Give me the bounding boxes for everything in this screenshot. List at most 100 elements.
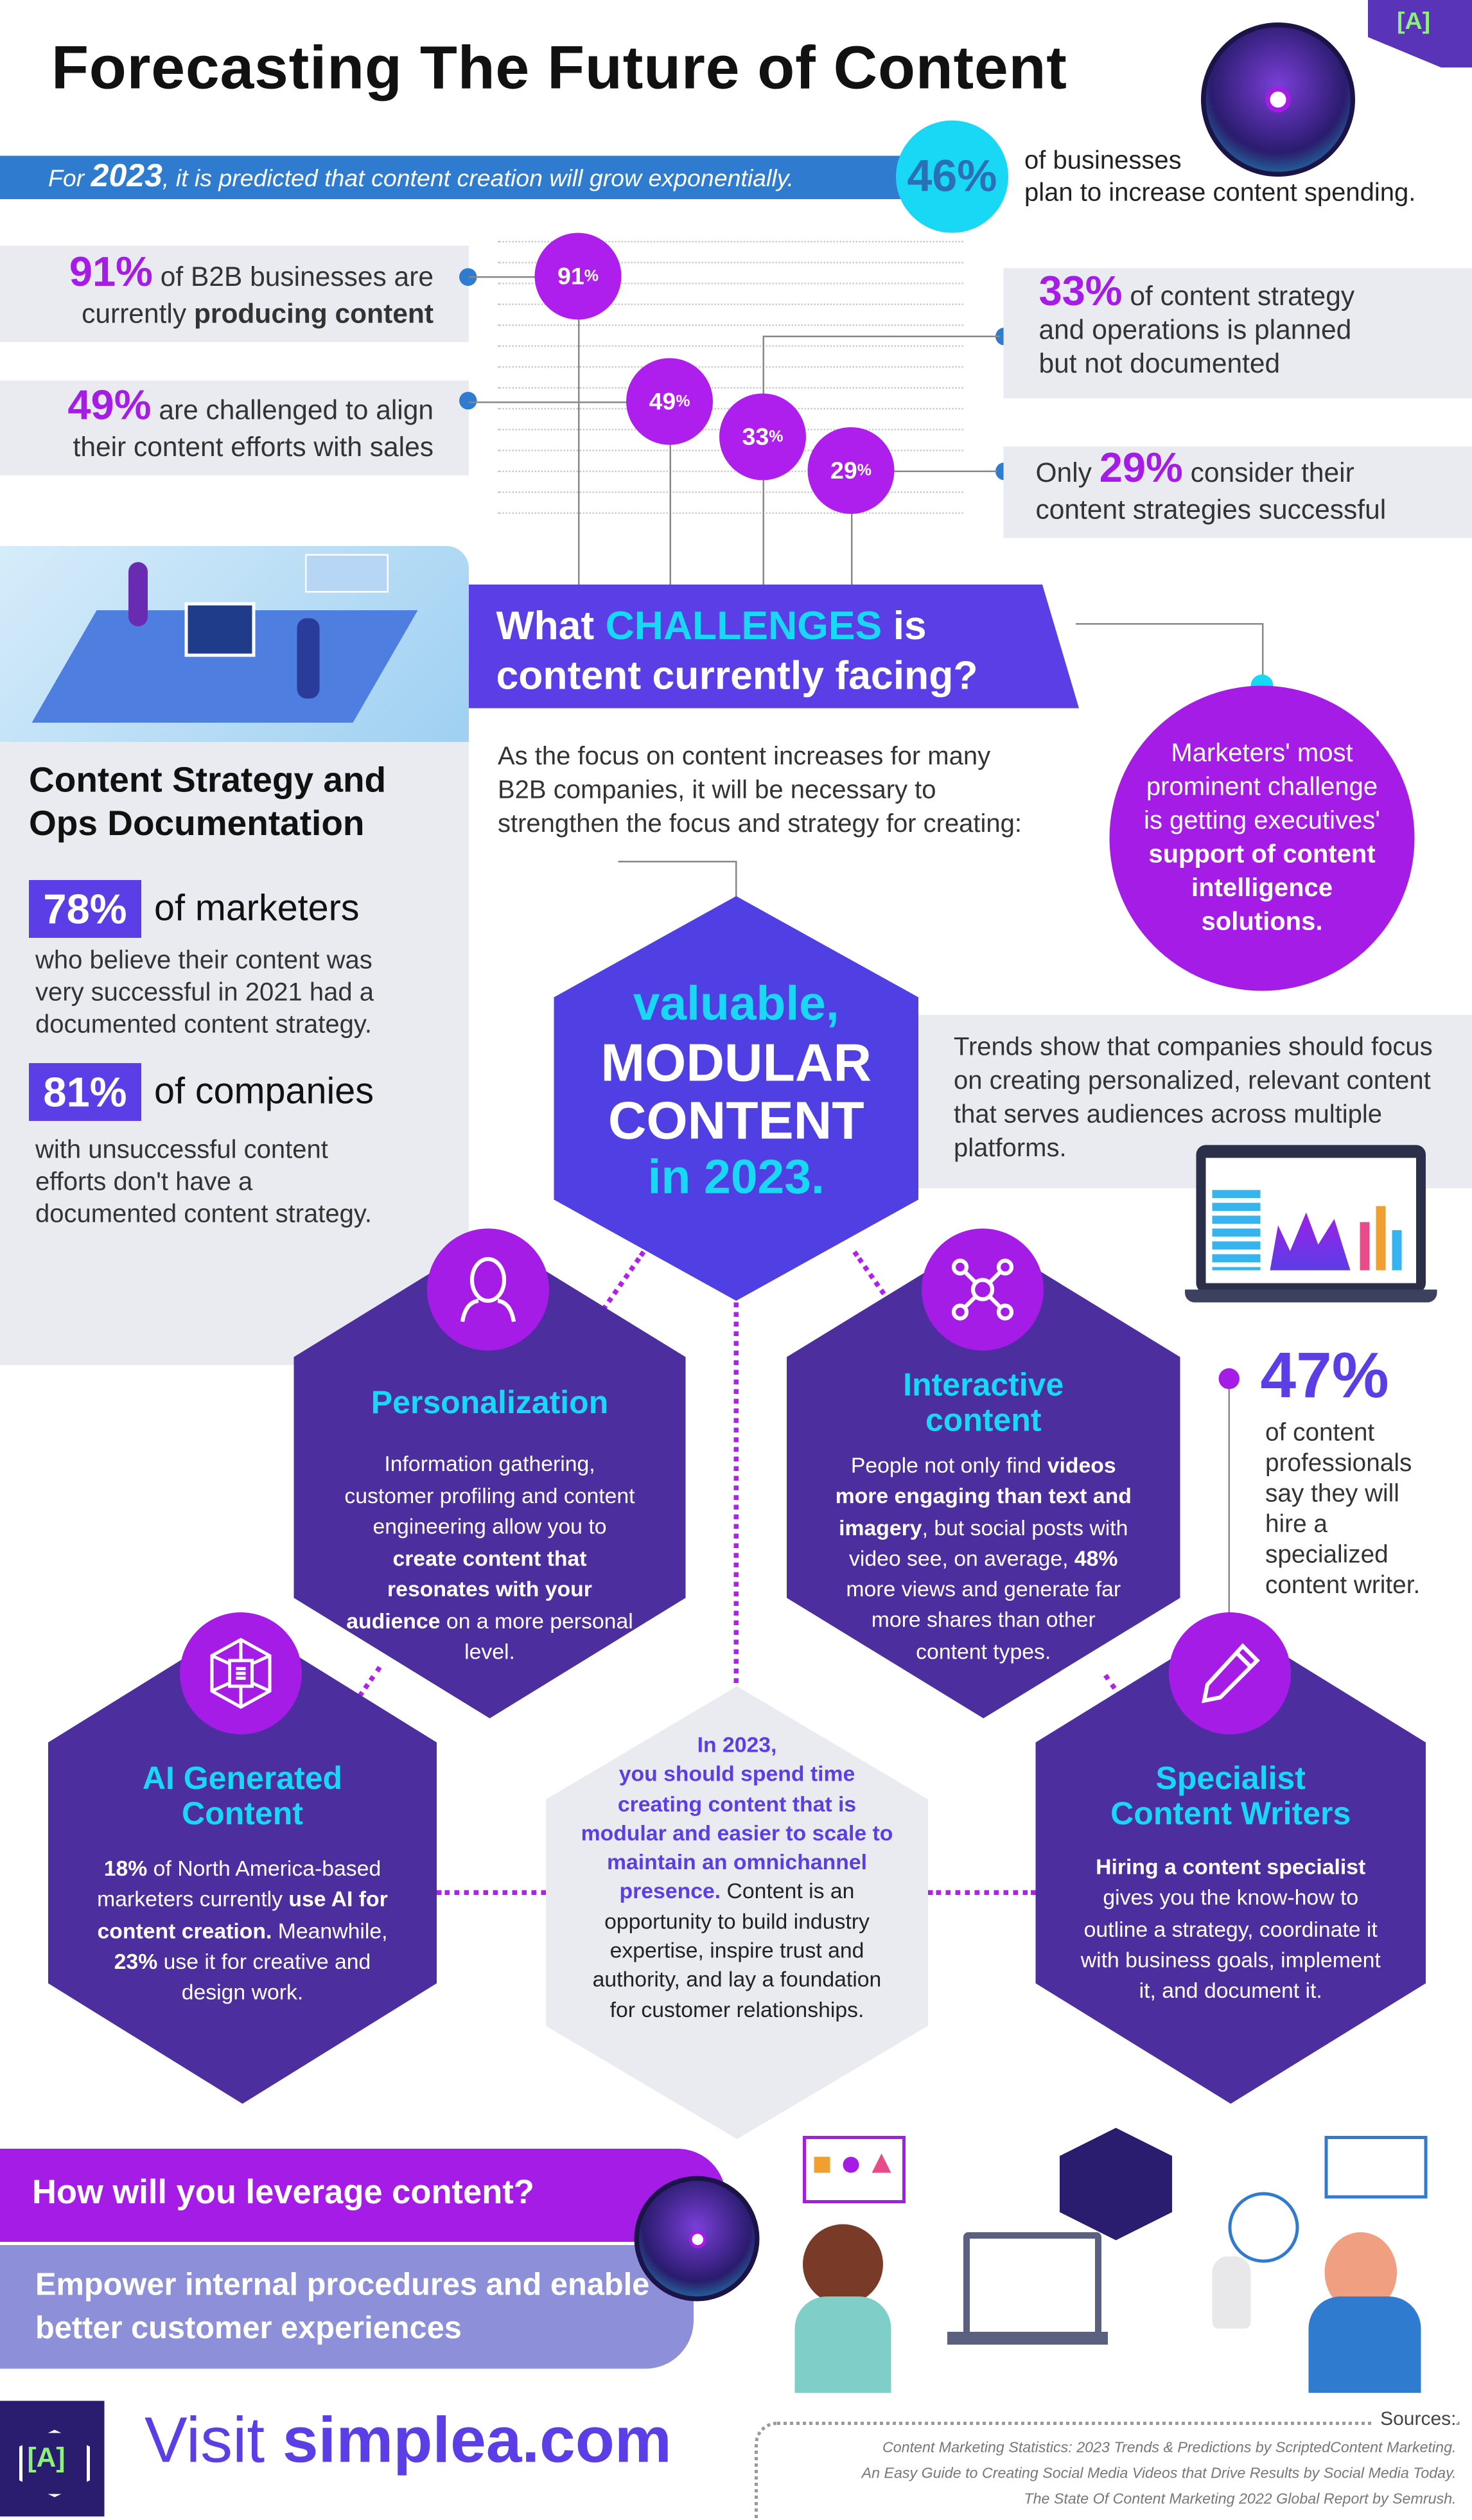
stat-33-text: of content strategy [1123, 281, 1354, 312]
site-url[interactable]: simplea.com [283, 2406, 672, 2476]
leverage-answer-box: Empower internal procedures and enable b… [0, 2245, 694, 2369]
user-profile-icon [427, 1229, 549, 1351]
specialist-title2: Content Writers [1036, 1797, 1426, 1833]
bubble-91: 91% [535, 233, 622, 320]
strategy-panel: Content Strategy and Ops Documentation 7… [0, 742, 469, 1365]
ai-text2: Meanwhile, [272, 1918, 387, 1943]
leverage-answer: Empower internal procedures and enable b… [35, 2264, 678, 2351]
sources-list: Content Marketing Statistics: 2023 Trend… [862, 2435, 1457, 2512]
bubble-unit: % [584, 267, 599, 285]
ai-bold1: 18% [104, 1856, 148, 1881]
strategy-heading: Content Strategy and Ops Documentation [29, 758, 462, 845]
banner-text: For [48, 166, 91, 193]
logo-text: [A] [1397, 8, 1430, 36]
stat-47-value: 47% [1261, 1341, 1389, 1414]
interactive-text: People not only find [851, 1454, 1047, 1478]
stat-49-box: 49% are challenged to align their conten… [0, 381, 469, 476]
bubble-29: 29% [808, 427, 895, 514]
stat-33-line3: but not documented [1039, 349, 1281, 380]
stat-81-desc: with unsuccessful content efforts don't … [35, 1136, 372, 1232]
specialist-text: gives you the know-how to outline a stra… [1081, 1886, 1381, 2003]
stat-49-value: 49% [67, 381, 151, 429]
challenges-highlight: CHALLENGES [606, 604, 882, 649]
stat-29-text: consider their [1183, 458, 1354, 489]
visit-link[interactable]: Visit simplea.com [145, 2406, 672, 2478]
interactive-title1: Interactive [787, 1368, 1180, 1404]
stat-91-value: 91% [69, 247, 153, 295]
leverage-question-banner: How will you leverage content? [0, 2149, 726, 2242]
bubble-unit: % [769, 428, 783, 446]
interactive-text3: more views and generate far more shares … [846, 1577, 1121, 1663]
personalization-text: Information gathering, customer profilin… [344, 1452, 635, 1538]
bubble-value: 91 [557, 263, 584, 290]
stat-46-line2: plan to increase content spending. [1024, 179, 1415, 211]
banner-text-rest: , it is predicted that content creation … [162, 166, 794, 193]
bubble-value: 29 [830, 457, 857, 484]
brand-logo-corner[interactable]: [A] [1368, 0, 1472, 67]
center-hex-line2: MODULAR [554, 1034, 919, 1092]
omnichannel-hex: In 2023, you should spend time creating … [546, 1686, 928, 2139]
stat-81-value: 81% [29, 1063, 141, 1121]
stat-33-value: 33% [1039, 267, 1123, 315]
stat-91-text: of B2B businesses are [153, 262, 434, 293]
bubble-49: 49% [626, 358, 713, 445]
stat-46-text: of businesses plan to increase content s… [1024, 146, 1415, 211]
ai-text3: use it for creative and design work. [157, 1950, 371, 2005]
stat-29-box: Only 29% consider their content strategi… [1004, 446, 1472, 538]
stat-47-desc: of content professionals say they will h… [1265, 1418, 1445, 1601]
stat-49-line2: their content efforts with sales [73, 432, 434, 463]
center-hex-line1: valuable, [554, 976, 919, 1034]
banner-year: 2023 [91, 159, 162, 195]
specialist-bold: Hiring a content specialist [1096, 1855, 1365, 1880]
people-devices-illustration [795, 2128, 1437, 2393]
laptop-chart-illustration [1196, 1145, 1426, 1293]
stat-49-text: are challenged to align [152, 395, 434, 426]
personalization-text-end: on a more personal level. [441, 1608, 633, 1664]
ai-title2: Content [48, 1797, 437, 1833]
specialist-title1: Specialist [1036, 1762, 1426, 1797]
omni-bold1: In 2023, [697, 1733, 777, 1758]
source-item: Content Marketing Statistics: 2023 Trend… [862, 2435, 1457, 2460]
stat-29-pre: Only [1036, 458, 1100, 489]
stat-33-line2: and operations is planned [1039, 315, 1352, 346]
bubble-33: 33% [719, 394, 806, 480]
ai-chip-icon [180, 1612, 302, 1734]
center-hex-line3: CONTENT [554, 1092, 919, 1150]
circle-text: Marketers' most prominent challenge is g… [1144, 741, 1380, 836]
interactive-title2: content [787, 1404, 1180, 1439]
challenges-banner: What CHALLENGES is content currently fac… [469, 585, 1079, 709]
team-illustration [0, 546, 469, 742]
stat-81-label: of companies [154, 1070, 374, 1113]
bubble-unit: % [857, 462, 872, 480]
bubble-value: 33 [742, 423, 769, 451]
challenges-post: is [882, 604, 926, 649]
personalization-title: Personalization [294, 1386, 686, 1423]
challenges-line2: content currently facing? [496, 654, 978, 699]
ai-bold3: 23% [114, 1950, 158, 1974]
prediction-banner: For 2023, it is predicted that content c… [0, 156, 907, 200]
interactive-bold2: 48% [1074, 1546, 1118, 1571]
footer-logo-text: [A] [28, 2443, 66, 2475]
challenges-pre: What [496, 604, 606, 649]
pencil-icon [1169, 1612, 1291, 1734]
stat-33-box: 33% of content strategy and operations i… [1004, 269, 1472, 399]
stat-91-line2: currently [82, 299, 194, 330]
ai-title1: AI Generated [48, 1762, 437, 1797]
network-nodes-icon [922, 1229, 1044, 1351]
sources-heading: Sources: [1374, 2408, 1456, 2430]
marketers-challenge-circle: Marketers' most prominent challenge is g… [1110, 686, 1415, 991]
circle-bold: support of content intelligence solution… [1148, 841, 1375, 937]
stat-29-line2: content strategies successful [1036, 495, 1387, 525]
stat-78-label: of marketers [154, 886, 360, 930]
page-title: Forecasting The Future of Content [51, 35, 1067, 105]
center-hex-line4: in 2023. [554, 1150, 919, 1208]
footer-logo[interactable]: [A] [0, 2401, 105, 2517]
source-item: An Easy Guide to Creating Social Media V… [862, 2460, 1457, 2486]
stat-91-box: 91% of B2B businesses are currently prod… [0, 246, 469, 342]
stat-78-value: 78% [29, 880, 141, 938]
visit-text: Visit [145, 2406, 283, 2476]
bubble-value: 49 [649, 388, 676, 416]
stat-91-bold: producing content [194, 299, 434, 330]
stat-78-desc: who believe their content was very succe… [35, 946, 405, 1043]
